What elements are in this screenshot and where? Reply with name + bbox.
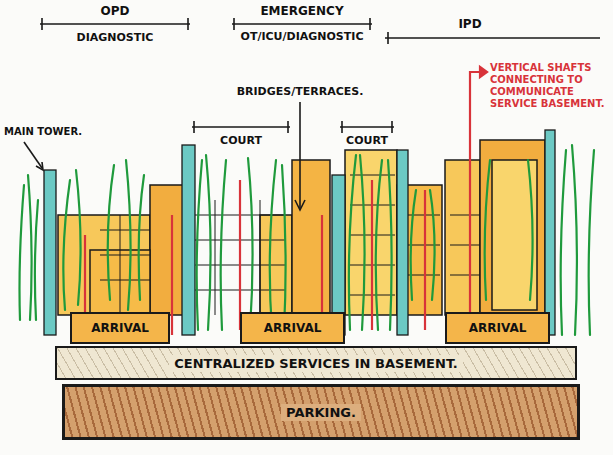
- court-label: COURT: [220, 133, 262, 148]
- vertical-shafts: [85, 67, 487, 335]
- annotation-marks: [24, 102, 394, 210]
- arrival-box: ARRIVAL: [445, 312, 550, 344]
- shaft-note: VERTICAL SHAFTS CONNECTING TO COMMUNICAT…: [490, 62, 608, 110]
- zone-label: IPD: [458, 17, 481, 32]
- node-text: PARKING.: [281, 404, 361, 421]
- zone-label: OPD: [101, 4, 130, 19]
- floor-grid: [100, 175, 480, 315]
- parking-band: PARKING.: [62, 384, 580, 440]
- dimension-lines: [40, 18, 600, 44]
- node-text: ARRIVAL: [86, 320, 154, 336]
- node-text: CENTRALIZED SERVICES IN BASEMENT.: [169, 355, 462, 372]
- zone-label: EMERGENCY: [260, 4, 343, 19]
- court-label: COURT: [346, 133, 388, 148]
- orange-blocks: [58, 140, 545, 315]
- annotation-label: MAIN TOWER.: [4, 124, 82, 139]
- arrival-box: ARRIVAL: [70, 312, 170, 344]
- services-band: CENTRALIZED SERVICES IN BASEMENT.: [55, 346, 577, 380]
- annotation-label: BRIDGES/TERRACES.: [237, 84, 364, 99]
- arrival-box: ARRIVAL: [240, 312, 345, 344]
- node-text: ARRIVAL: [464, 320, 532, 336]
- node-text: ARRIVAL: [259, 320, 327, 336]
- zone-sublabel: OT/ICU/DIAGNOSTIC: [241, 29, 364, 44]
- zone-sublabel: DIAGNOSTIC: [77, 30, 154, 45]
- green-planting: [20, 145, 595, 335]
